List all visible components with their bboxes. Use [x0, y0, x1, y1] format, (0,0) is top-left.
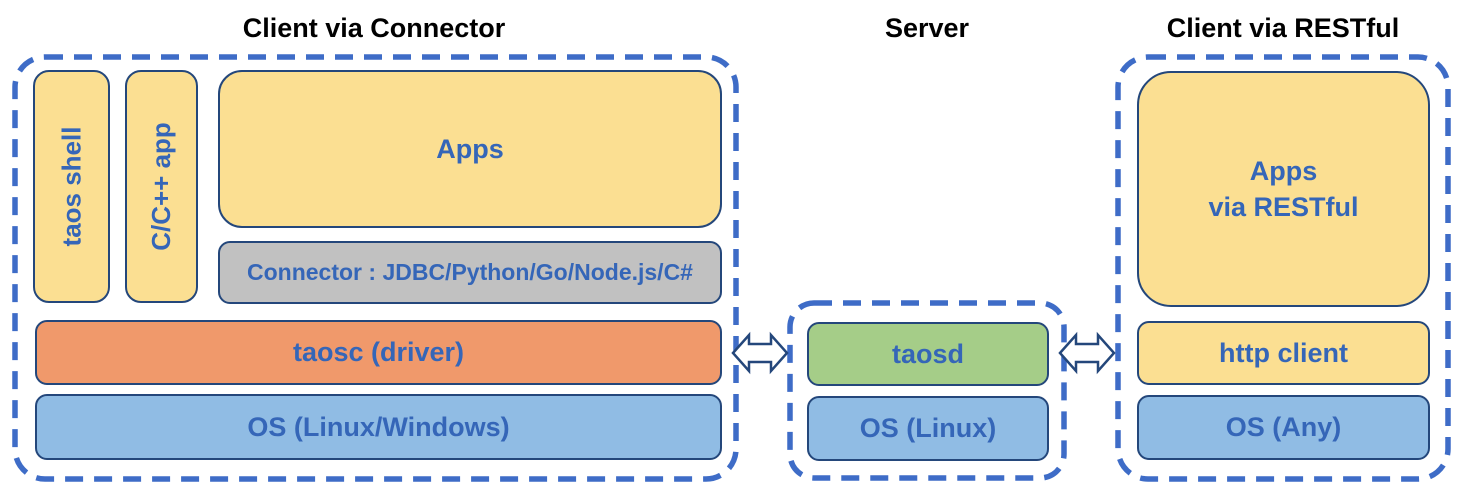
- apps-via-restful-label-line2: via RESTful: [1208, 192, 1359, 222]
- client-restful-dashed-border: [1115, 54, 1451, 482]
- os-linux-label: OS (Linux): [859, 413, 997, 443]
- os-linux-box: OS (Linux): [807, 396, 1049, 461]
- os-linux-windows-box: OS (Linux/Windows): [35, 394, 722, 460]
- client-server-bidirectional-arrow-icon: [731, 331, 789, 375]
- taosd-box: taosd: [807, 322, 1049, 386]
- os-any-box: OS (Any): [1137, 395, 1430, 460]
- taosc-driver-label: taosc (driver): [292, 337, 465, 367]
- connector-label: Connector : JDBC/Python/Go/Node.js/C#: [247, 259, 693, 285]
- os-any-label: OS (Any): [1225, 412, 1342, 442]
- apps-box: Apps: [218, 70, 722, 228]
- apps-via-restful-box: Apps via RESTful: [1137, 71, 1430, 307]
- section-title-client-connector: Client via Connector: [242, 13, 506, 43]
- apps-via-restful-label-line1: Apps: [1249, 156, 1318, 186]
- server-dashed-border: [787, 300, 1067, 481]
- cpp-app-label: C/C++ app: [146, 122, 176, 251]
- apps-label: Apps: [436, 133, 504, 164]
- server-restful-bidirectional-arrow-icon: [1058, 331, 1116, 375]
- section-title-client-restful: Client via RESTful: [1166, 13, 1400, 43]
- cpp-app-box: C/C++ app: [125, 70, 198, 303]
- taos-shell-label: taos shell: [56, 126, 86, 247]
- section-title-server: Server: [884, 13, 970, 43]
- http-client-label: http client: [1219, 337, 1348, 368]
- taosd-label: taosd: [891, 338, 964, 369]
- os-linux-windows-label: OS (Linux/Windows): [247, 411, 510, 442]
- taos-shell-box: taos shell: [33, 70, 110, 303]
- connector-box: Connector : JDBC/Python/Go/Node.js/C#: [218, 241, 722, 304]
- client-connector-dashed-border: [12, 54, 739, 482]
- http-client-box: http client: [1137, 321, 1430, 385]
- taosc-driver-box: taosc (driver): [35, 320, 722, 385]
